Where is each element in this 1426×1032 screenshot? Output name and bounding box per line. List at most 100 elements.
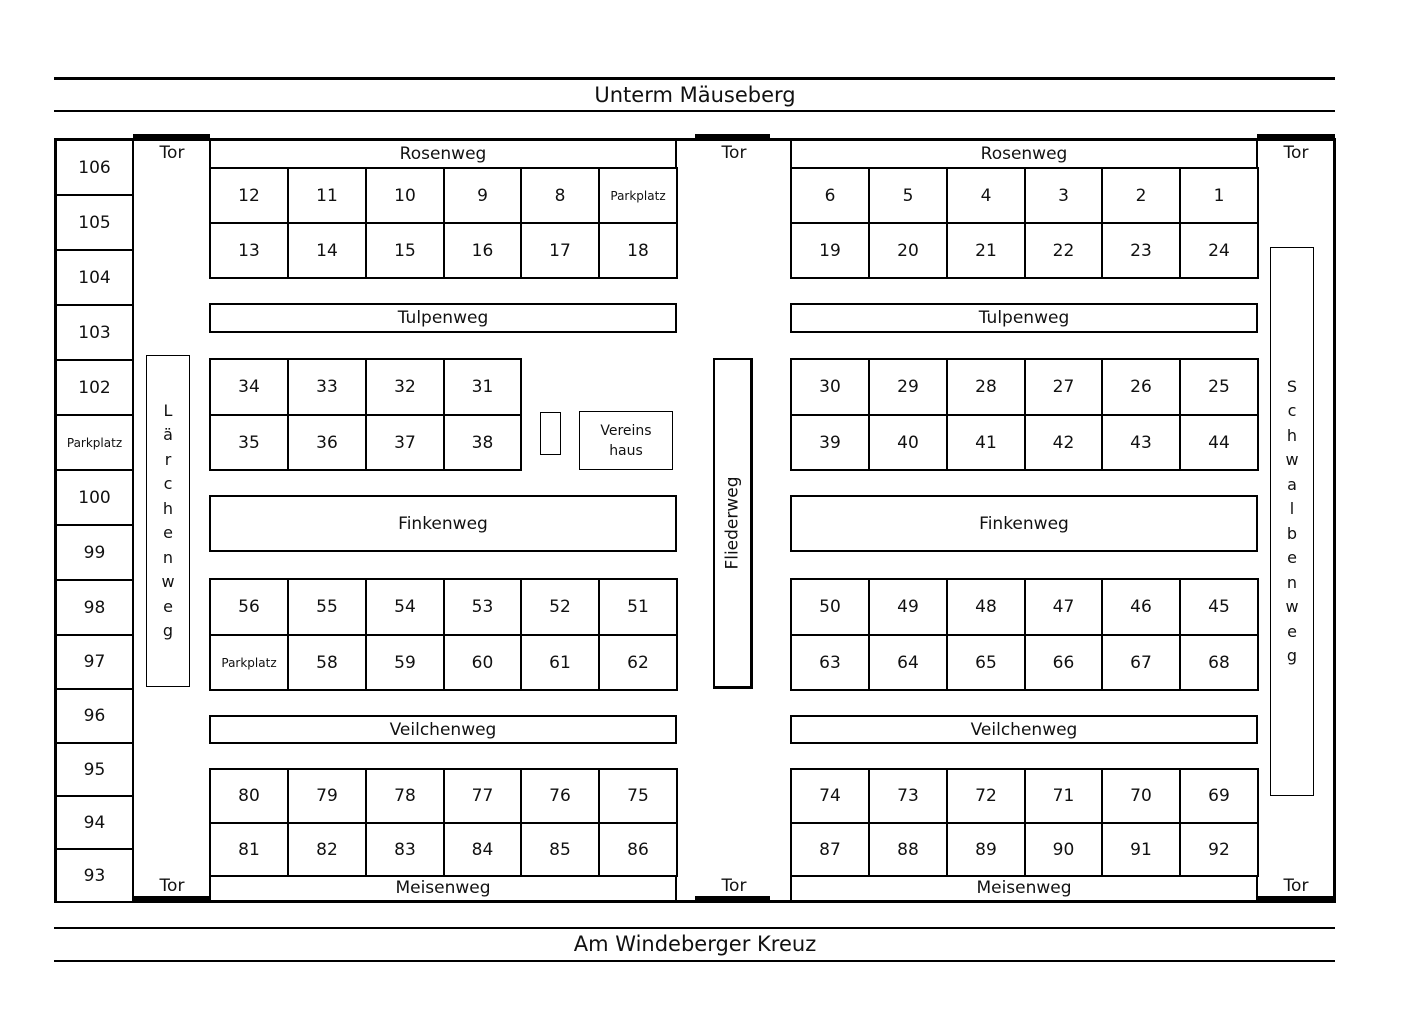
gate-bar xyxy=(695,134,770,140)
road-tulpenweg: Tulpenweg xyxy=(209,303,677,333)
garden-plot: 37 xyxy=(365,414,445,471)
title-top-street: Unterm Mäuseberg xyxy=(594,83,796,107)
road-rosenweg: Rosenweg xyxy=(209,139,677,169)
road-label: Meisenweg xyxy=(976,877,1072,898)
garden-plot: 30 xyxy=(790,358,870,416)
road-label: Meisenweg xyxy=(395,877,491,898)
garden-plot: 41 xyxy=(946,414,1026,471)
garden-plot: 81 xyxy=(209,822,289,877)
road-finkenweg: Finkenweg xyxy=(209,495,677,552)
road-label: Tulpenweg xyxy=(978,308,1070,328)
garden-plot: 66 xyxy=(1024,634,1103,691)
garden-plot: 61 xyxy=(520,634,600,691)
road-letter: L xyxy=(163,400,173,420)
shed xyxy=(540,412,561,455)
gate-bar xyxy=(1257,134,1335,140)
garden-plot: 83 xyxy=(365,822,445,877)
garden-plot: 98 xyxy=(55,579,134,636)
garden-plot: 1 xyxy=(1179,167,1259,224)
garden-plot: 102 xyxy=(55,359,134,416)
garden-plot: 47 xyxy=(1024,578,1103,636)
gate-label: Tor xyxy=(1283,143,1309,163)
garden-plot: 26 xyxy=(1101,358,1181,416)
garden-plot: 10 xyxy=(365,167,445,224)
road-label: Veilchenweg xyxy=(389,719,497,740)
garden-plot: 48 xyxy=(946,578,1026,636)
garden-plot: 17 xyxy=(520,222,600,279)
garden-plot: 85 xyxy=(520,822,600,877)
garden-plot: 20 xyxy=(868,222,948,279)
road-letter: w xyxy=(161,572,175,591)
gate-bar xyxy=(133,134,210,140)
road-letter: c xyxy=(1287,401,1297,420)
road-letter: e xyxy=(1287,548,1297,567)
garden-plot: 89 xyxy=(946,822,1026,877)
garden-plot: 40 xyxy=(868,414,948,471)
garden-plot: 82 xyxy=(287,822,367,877)
garden-plot: 6 xyxy=(790,167,870,224)
garden-plot: 35 xyxy=(209,414,289,471)
garden-plot: 68 xyxy=(1179,634,1259,691)
garden-plot: 72 xyxy=(946,768,1026,824)
garden-plot: 75 xyxy=(598,768,678,824)
garden-plot: 103 xyxy=(55,304,134,361)
garden-plot: 22 xyxy=(1024,222,1103,279)
garden-plot: 38 xyxy=(443,414,522,471)
road-letter: l xyxy=(1289,499,1295,518)
parking-plot: Parkplatz xyxy=(55,414,134,471)
garden-plot: 105 xyxy=(55,194,134,251)
road-rosenweg: Rosenweg xyxy=(790,139,1258,169)
garden-plot: 31 xyxy=(443,358,522,416)
road-letter: a xyxy=(1287,474,1297,494)
title-bottom-street: Am Windeberger Kreuz xyxy=(573,932,817,956)
garden-plot: 11 xyxy=(287,167,367,224)
parking-plot: Parkplatz xyxy=(598,167,678,224)
road-label: Veilchenweg xyxy=(970,719,1078,740)
garden-plot: 59 xyxy=(365,634,445,691)
road-letter: e xyxy=(163,596,173,616)
garden-plot: 24 xyxy=(1179,222,1259,279)
garden-plot: 54 xyxy=(365,578,445,636)
gate-bar xyxy=(133,896,210,902)
divider xyxy=(54,77,1335,80)
garden-plot: 14 xyxy=(287,222,367,279)
garden-plot: 70 xyxy=(1101,768,1181,824)
garden-plot: 39 xyxy=(790,414,870,471)
garden-plot: 99 xyxy=(55,524,134,581)
garden-plot: 56 xyxy=(209,578,289,636)
garden-plot: 64 xyxy=(868,634,948,691)
garden-plot: 15 xyxy=(365,222,445,279)
road-letter: n xyxy=(1286,572,1298,592)
garden-plot: 50 xyxy=(790,578,870,636)
garden-plot: 9 xyxy=(443,167,522,224)
garden-plot: 52 xyxy=(520,578,600,636)
garden-plot: 5 xyxy=(868,167,948,224)
garden-plot: 88 xyxy=(868,822,948,877)
garden-plot: 42 xyxy=(1024,414,1103,471)
garden-plot: 3 xyxy=(1024,167,1103,224)
road-letter: S xyxy=(1286,376,1298,396)
garden-plot: 29 xyxy=(868,358,948,416)
garden-plot: 28 xyxy=(946,358,1026,416)
garden-plot: 51 xyxy=(598,578,678,636)
road-meisenweg: Meisenweg xyxy=(790,873,1258,902)
road-label: Rosenweg xyxy=(399,144,487,164)
garden-plot: 80 xyxy=(209,768,289,824)
road-letter: r xyxy=(164,449,172,469)
gate-label: Tor xyxy=(159,876,185,896)
garden-plot: 23 xyxy=(1101,222,1181,279)
garden-plot: 53 xyxy=(443,578,522,636)
garden-plot: 97 xyxy=(55,634,134,690)
garden-plot: 94 xyxy=(55,795,134,850)
garden-plot: 77 xyxy=(443,768,522,824)
gate-label: Tor xyxy=(159,143,185,163)
garden-plot: 33 xyxy=(287,358,367,416)
garden-plot: 13 xyxy=(209,222,289,279)
garden-plot: 58 xyxy=(287,634,367,691)
road-letter: w xyxy=(1285,597,1299,616)
clubhouse-label: haus xyxy=(609,442,643,459)
garden-plot: 91 xyxy=(1101,822,1181,877)
garden-plot: 18 xyxy=(598,222,678,279)
